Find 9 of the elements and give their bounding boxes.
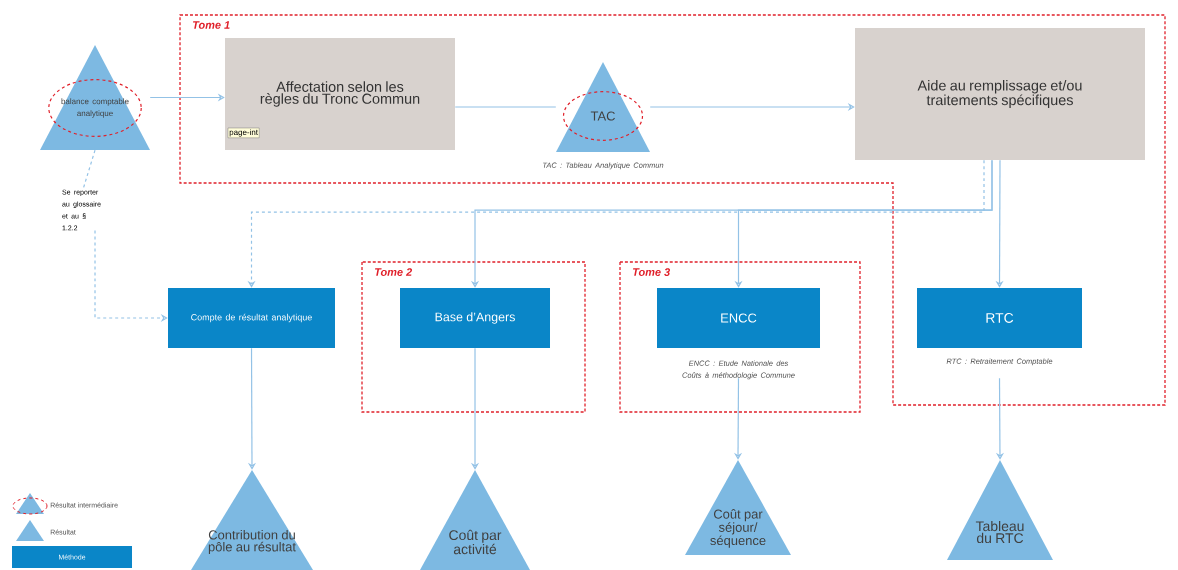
triangle: Tableau du RTC	[947, 460, 1053, 560]
triangle: Coût par activité	[420, 470, 530, 570]
method-box: ENCC	[657, 288, 820, 348]
method-box: Compte de résultat analytique	[168, 288, 335, 348]
triangle: TAC	[556, 62, 650, 152]
method-box: RTC	[917, 288, 1082, 348]
method-box: Base d’Angers	[400, 288, 550, 348]
process-box: Aide au remplissage et/ou traitements spécifiques	[855, 28, 1145, 160]
triangle: Coût par séjour/ séquence	[685, 460, 791, 555]
